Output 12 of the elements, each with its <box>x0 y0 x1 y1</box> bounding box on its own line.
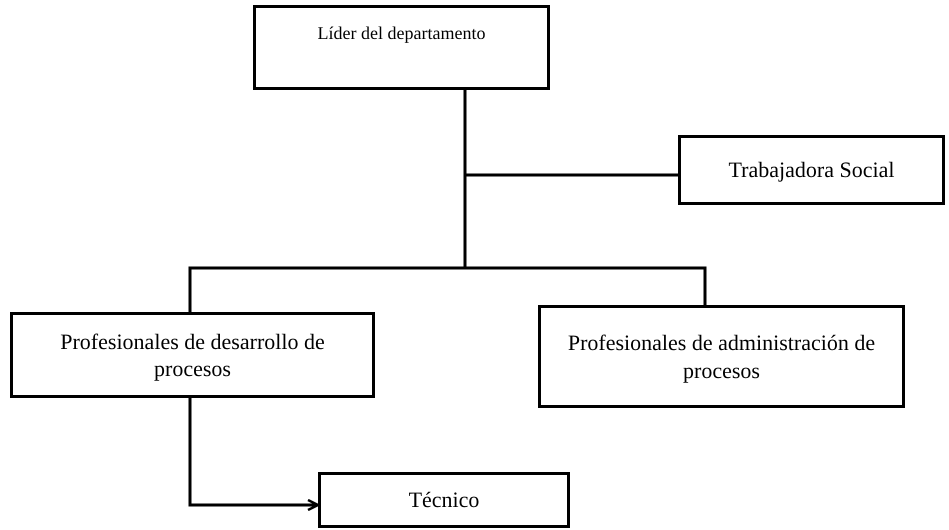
role-title: Líder del departamento <box>318 22 486 44</box>
org-box <box>538 305 905 408</box>
org-box <box>253 5 550 90</box>
role-title: Profesionales de administración de procesos <box>566 329 876 384</box>
role-title: Profesionales de desarrollo de procesos <box>59 328 326 382</box>
org-box <box>10 312 375 398</box>
connector-line <box>464 90 706 305</box>
arrow <box>188 398 320 512</box>
org-box <box>678 135 945 205</box>
role-title: Técnico <box>408 486 480 514</box>
org-box <box>318 472 570 528</box>
role-title: Trabajadora Social <box>728 156 894 184</box>
